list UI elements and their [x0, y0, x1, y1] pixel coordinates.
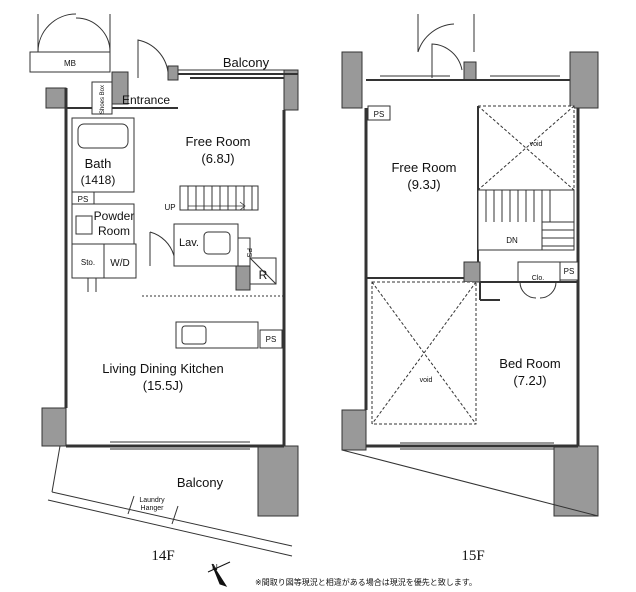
- shoes-box-label: Shoes Box: [100, 85, 106, 114]
- powder-room-label-1: Powder: [94, 209, 135, 223]
- floor-15-labels: PS Free Room (9.3J) void DN PS Clo. void…: [374, 110, 575, 564]
- bed-room-label: Bed Room: [499, 356, 560, 371]
- ldk-size: (15.5J): [143, 378, 183, 393]
- ps-small-label: PS: [245, 248, 252, 258]
- floor-15-title: 15F: [461, 548, 484, 564]
- sto-label: Sto.: [81, 258, 95, 267]
- laundry-hanger-label-2: Hanger: [141, 505, 165, 512]
- ldk-label: Living Dining Kitchen: [102, 361, 223, 376]
- powder-room-label-2: Room: [98, 224, 130, 238]
- ps-right-label: PS: [564, 267, 575, 276]
- entrance-label: Entrance: [122, 93, 170, 107]
- stairs-15f: [477, 189, 575, 251]
- balcony-top-label: Balcony: [223, 55, 270, 70]
- bed-room-size: (7.2J): [513, 373, 546, 388]
- ps-kitchen-label: PS: [266, 335, 277, 344]
- void-top-label: void: [530, 141, 543, 148]
- void-bottom-label: void: [420, 377, 433, 384]
- compass-icon: N: [207, 561, 231, 587]
- mb-label: MB: [64, 59, 76, 68]
- r-label: R: [259, 268, 268, 282]
- floor-15-plan: [341, 14, 599, 517]
- ps-left-label: PS: [78, 195, 89, 204]
- laundry-hanger-label-1: Laundry: [139, 497, 165, 504]
- free-room-15f-label: Free Room: [391, 160, 456, 175]
- bath-label: Bath: [85, 156, 112, 171]
- clo-label: Clo.: [532, 275, 545, 282]
- up-label: UP: [164, 203, 175, 212]
- bath-size: (1418): [81, 173, 116, 187]
- dn-label: DN: [506, 236, 518, 245]
- floor-14-labels: MB Balcony Shoes Box Entrance Free Room …: [64, 55, 276, 564]
- footnote: ※間取り図等現況と相違がある場合は現況を優先と致します。: [255, 578, 477, 587]
- free-room-15f-size: (9.3J): [407, 177, 440, 192]
- stairs-14f: [179, 185, 259, 211]
- floor-14-plan: [29, 13, 299, 557]
- ps-top-label: PS: [374, 110, 385, 119]
- balcony-bottom-label: Balcony: [177, 475, 224, 490]
- wd-label: W/D: [110, 258, 129, 269]
- free-room-14f-size: (6.8J): [201, 151, 234, 166]
- svg-text:N: N: [212, 563, 218, 572]
- free-room-14f-label: Free Room: [185, 134, 250, 149]
- lav-label: Lav.: [179, 237, 199, 249]
- floor-14-title: 14F: [151, 548, 174, 564]
